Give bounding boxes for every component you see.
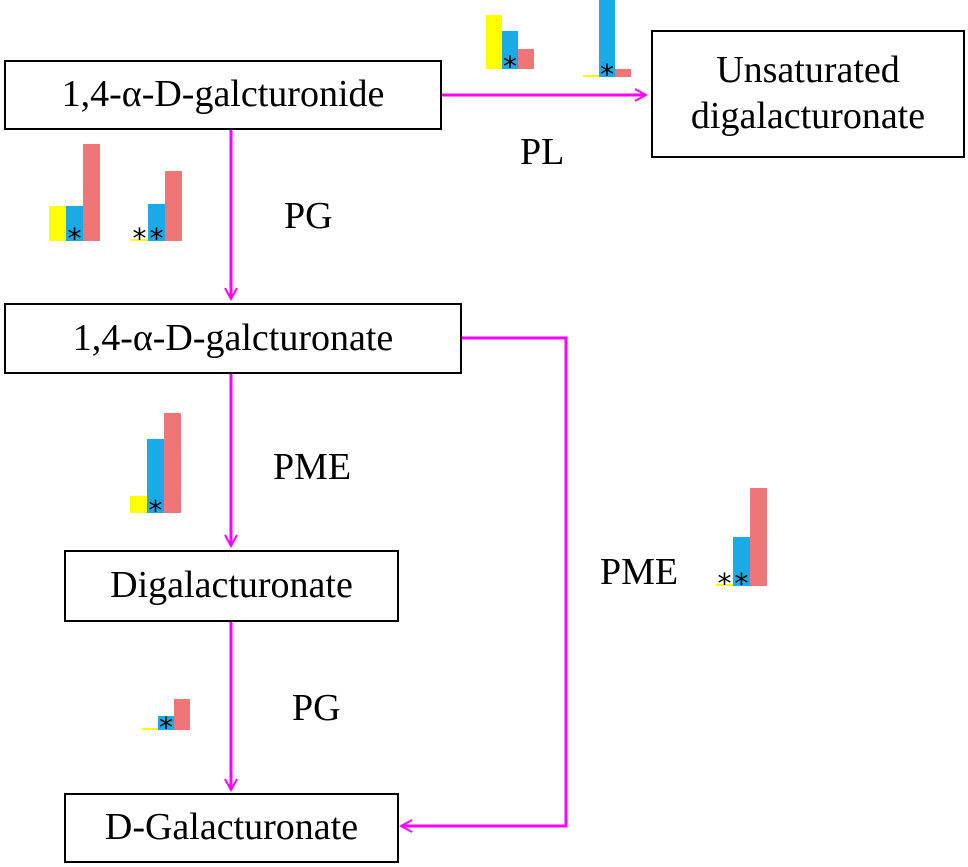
- node-digalacturonate-label: Digalacturonate: [110, 564, 353, 607]
- bar-pg-top-gene-2-1: [131, 239, 148, 241]
- enzyme-label-pme-mid: PME: [273, 446, 352, 488]
- bar-chart-pg-top-gene-1: *: [49, 144, 100, 255]
- enzyme-label-pg-bottom: PG: [292, 687, 341, 729]
- bar-pl-gene-1-1: [486, 15, 502, 69]
- bar-pg-top-gene-1-3: [83, 144, 100, 241]
- bar-chart-pme-mid-gene-1: *: [130, 413, 181, 527]
- bar-pl-gene-2-3: [615, 69, 631, 77]
- bar-pl-gene-2-1: [583, 75, 599, 77]
- bar-chart-pg-bottom-gene-1: *: [142, 699, 190, 744]
- significance-mark-pg-top-gene-1-2: *: [68, 222, 82, 255]
- bar-pg-top-gene-2-2: [148, 204, 165, 241]
- significance-mark-pl-gene-1-2: *: [503, 50, 517, 83]
- arrow-galacturonate-to-d-galacturonate: [401, 336, 568, 826]
- bar-chart-pme-right-gene-1: **: [716, 488, 767, 600]
- significance-mark-pme-right-gene-1-1: *: [718, 567, 732, 600]
- bar-pl-gene-2-2: [599, 0, 615, 77]
- significance-mark-pl-gene-2-2: *: [600, 58, 614, 91]
- node-digalacturonate: Digalacturonate: [64, 550, 399, 622]
- bar-pme-mid-gene-1-2: [147, 439, 164, 513]
- node-galacturonide: 1,4-α-D-galcturonide: [4, 60, 442, 130]
- bar-pg-bottom-gene-1-1: [142, 728, 158, 730]
- bar-pg-top-gene-1-2: [66, 206, 83, 241]
- bar-pl-gene-1-2: [502, 31, 518, 69]
- node-unsaturated-label-line2: digalacturonate: [690, 95, 926, 137]
- bar-chart-pl-gene-2: *: [583, 0, 631, 91]
- bar-pg-bottom-gene-1-3: [174, 699, 190, 730]
- node-unsaturated-digalacturonate: Unsaturated digalacturonate: [651, 30, 965, 158]
- node-galacturonide-label: 1,4-α-D-galcturonide: [61, 73, 385, 116]
- bar-pg-top-gene-2-3: [165, 171, 182, 241]
- bar-chart-pl-gene-1: *: [486, 15, 534, 83]
- expression-charts: *********: [49, 0, 767, 744]
- node-unsaturated-label-line1: Unsaturated: [716, 49, 900, 92]
- node-galacturonate: 1,4-α-D-galcturonate: [4, 303, 462, 374]
- bar-pme-mid-gene-1-3: [164, 413, 181, 513]
- significance-mark-pg-bottom-gene-1-2: *: [159, 711, 173, 744]
- node-galacturonate-label: 1,4-α-D-galcturonate: [72, 316, 394, 359]
- enzyme-label-pl: PL: [520, 131, 565, 173]
- bar-pme-mid-gene-1-1: [130, 496, 147, 513]
- bar-pl-gene-1-3: [518, 49, 534, 69]
- significance-mark-pme-right-gene-1-2: *: [735, 567, 749, 600]
- bar-pme-right-gene-1-2: [733, 537, 750, 586]
- bar-pg-top-gene-1-1: [49, 206, 66, 241]
- significance-mark-pg-top-gene-2-1: *: [133, 222, 147, 255]
- bar-pme-right-gene-1-3: [750, 488, 767, 586]
- significance-mark-pg-top-gene-2-2: *: [150, 222, 164, 255]
- significance-mark-pme-mid-gene-1-2: *: [149, 494, 163, 527]
- bar-pme-right-gene-1-1: [716, 584, 733, 586]
- node-d-galacturonate: D-Galacturonate: [64, 793, 399, 863]
- bar-chart-pg-top-gene-2: **: [131, 171, 182, 255]
- node-d-galacturonate-label: D-Galacturonate: [104, 806, 359, 849]
- enzyme-label-pme-right: PME: [600, 551, 679, 593]
- enzyme-label-pg-top: PG: [284, 195, 333, 237]
- bar-pg-bottom-gene-1-2: [158, 716, 174, 730]
